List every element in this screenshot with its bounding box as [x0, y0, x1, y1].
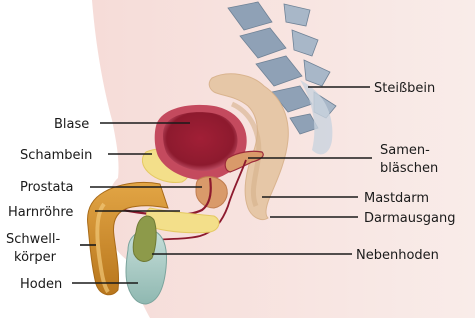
label-schambein: Schambein — [20, 148, 92, 163]
label-blase: Blase — [54, 117, 89, 132]
label-prostata: Prostata — [20, 180, 74, 195]
label-harnroehre: Harnröhre — [8, 205, 73, 220]
label-hoden: Hoden — [20, 277, 62, 292]
label-schwellkoerper-line1: Schwell- — [6, 232, 60, 247]
label-samenblaeschen-line1: Samen- — [380, 143, 430, 158]
label-schwellkoerper-line2: körper — [14, 250, 57, 265]
label-samenblaeschen-line2: bläschen — [380, 161, 438, 176]
label-mastdarm: Mastdarm — [364, 191, 429, 206]
label-nebenhoden: Nebenhoden — [356, 248, 439, 263]
label-darmausgang: Darmausgang — [364, 211, 455, 226]
label-steissbein: Steißbein — [374, 81, 435, 96]
